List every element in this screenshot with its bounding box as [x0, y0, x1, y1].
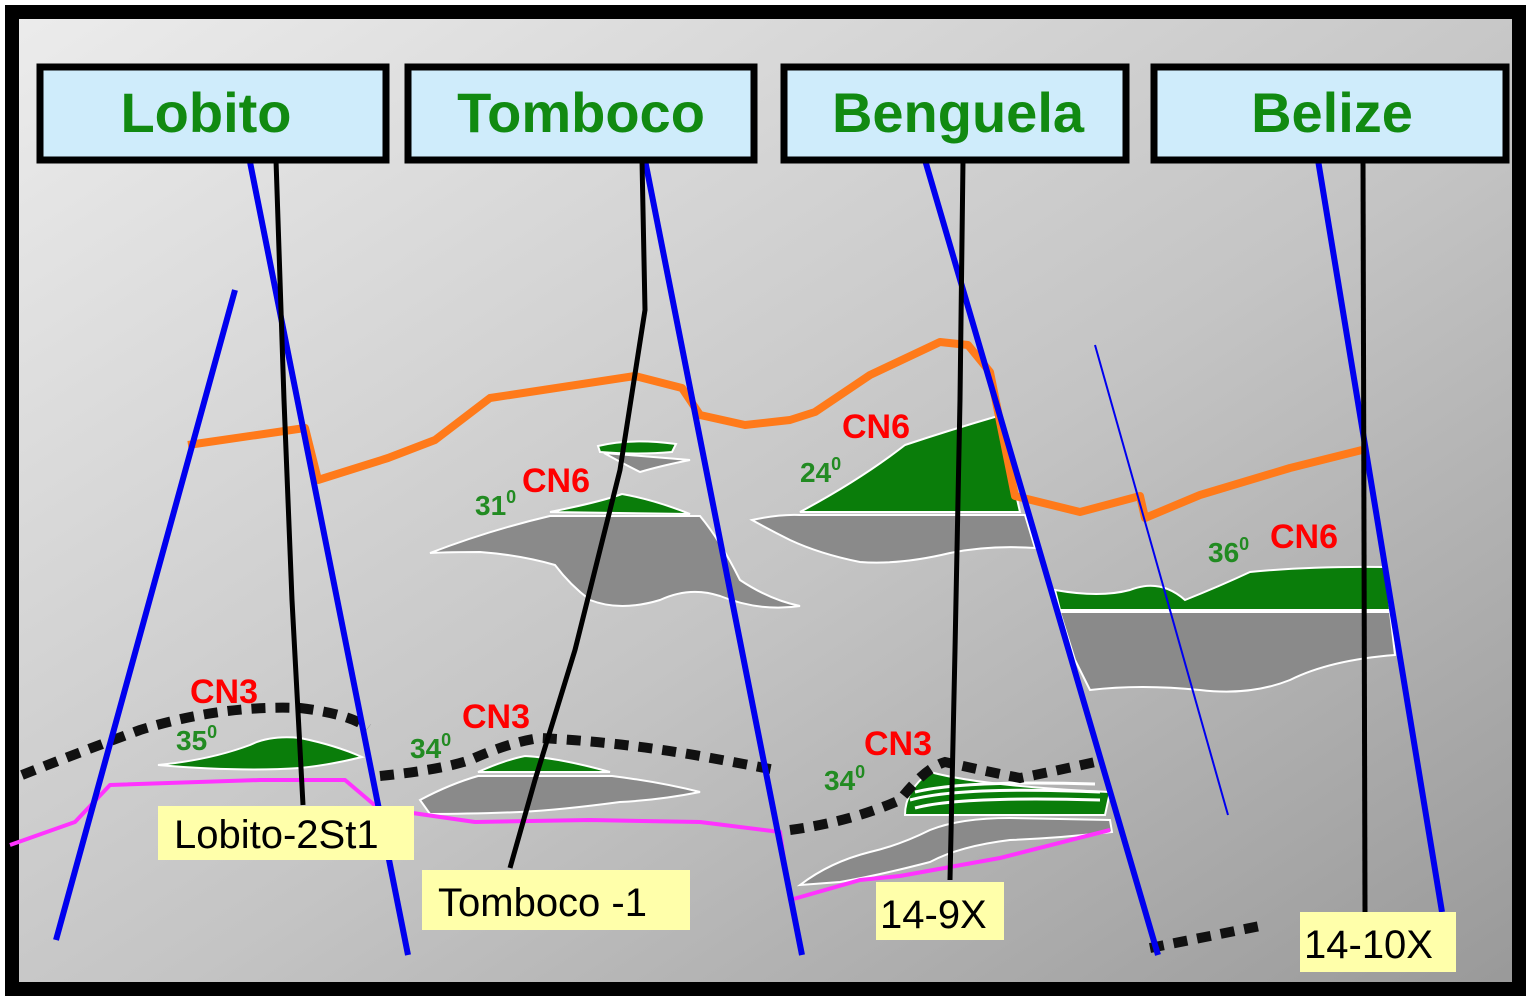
well-labels: Lobito-2St1 Tomboco -1 14-9X 14-10X: [158, 806, 1456, 972]
dip-angle: 350: [176, 722, 217, 756]
dip-angle: 360: [1208, 534, 1249, 568]
field-title: Belize: [1251, 81, 1413, 144]
reservoir-lens-tomboco-cn3: [477, 754, 611, 773]
well-label-box: [876, 882, 1004, 940]
marker-label: CN6: [842, 408, 910, 446]
well-label: 14-9X: [880, 893, 987, 937]
fault-line-minor: [1094, 344, 1229, 816]
well-label: Tomboco -1: [438, 881, 647, 925]
marker-label: CN3: [190, 673, 258, 711]
reservoir-bodies: [157, 414, 1397, 887]
fault-line: [642, 159, 805, 956]
field-title: Tomboco: [457, 81, 705, 144]
dip-angle: 240: [800, 454, 841, 488]
magenta-horizon: [9, 778, 1111, 902]
reservoir-lens-tomboco-upper: [596, 440, 678, 455]
reservoir-lens-benguela-cn6: [799, 414, 1022, 513]
well-path-14-10x: [1360, 159, 1368, 913]
field-header-box: [1150, 63, 1510, 164]
field-header-box: [780, 63, 1130, 164]
field-headers: Lobito Tomboco Benguela Belize: [36, 63, 1510, 164]
well-label-box: [1300, 912, 1456, 972]
marker-label: CN6: [1270, 518, 1338, 556]
dip-angle: 340: [410, 730, 451, 764]
reservoir-grey-belize-cn6: [1058, 611, 1397, 693]
wells: [273, 159, 1368, 913]
well-label-box: [422, 870, 690, 930]
dip-angles: 310 240 360 350 340 340: [176, 454, 1249, 796]
faults: [53, 159, 1445, 956]
reservoir-lens-lobito-cn3: [157, 736, 366, 771]
well-label: 14-10X: [1304, 923, 1433, 967]
well-path-tomboco: [507, 159, 648, 869]
marker-label: CN3: [864, 725, 932, 763]
reservoir-grey-tomboco-cn3: [418, 775, 701, 816]
well-label: Lobito-2St1: [174, 813, 379, 857]
well-path-lobito: [273, 159, 306, 806]
reservoir-grey-tomboco-cn6: [429, 515, 801, 609]
field-header-box: [36, 63, 390, 164]
reservoir-grey-benguela-cn6: [749, 513, 1037, 564]
well-label-box: [158, 806, 414, 860]
reservoir-layers-benguela-cn3: [909, 781, 1101, 810]
marker-label: CN3: [462, 698, 530, 736]
marker-label: CN6: [522, 462, 590, 500]
dip-angle: 310: [475, 487, 516, 521]
reservoir-lens-belize-cn6: [1053, 565, 1392, 611]
fault-line: [1315, 159, 1445, 913]
well-path-14-9x: [947, 159, 966, 881]
reservoir-lens-tomboco-cn6: [549, 492, 691, 515]
field-title: Lobito: [120, 81, 291, 144]
field-title: Benguela: [832, 81, 1085, 144]
reservoir-grey-benguela-cn3: [796, 816, 1114, 887]
orange-horizon: [187, 338, 1363, 522]
markers: CN6 CN6 CN6 CN3 CN3 CN3: [190, 408, 1338, 763]
field-header-box: [404, 63, 758, 164]
dip-angle: 340: [824, 762, 865, 796]
fault-line: [53, 289, 238, 941]
